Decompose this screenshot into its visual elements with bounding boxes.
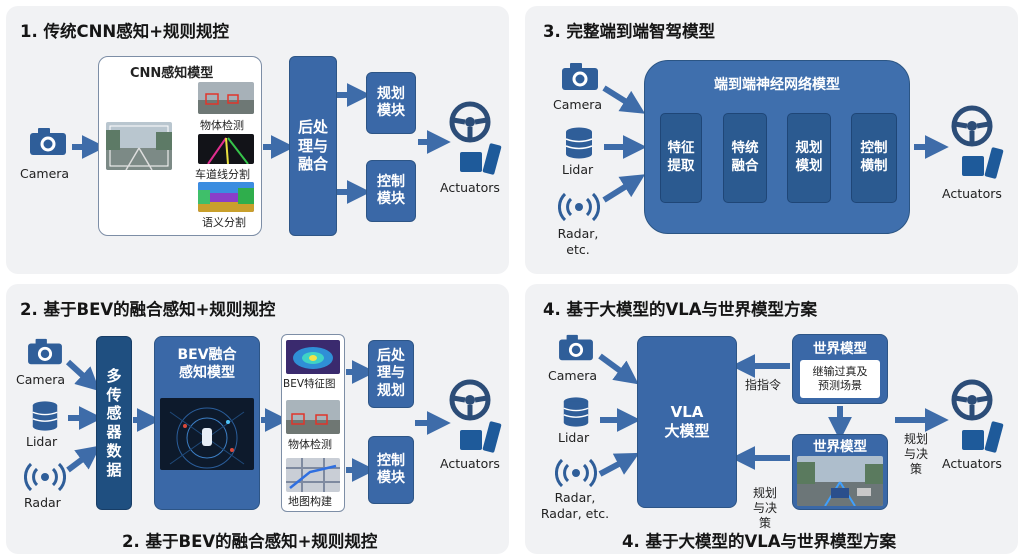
panel3-actuators-label: Actuators: [942, 186, 1002, 201]
panel2-camera-label: Camera: [16, 372, 66, 387]
panel3-radar-label: Radar, etc.: [557, 226, 599, 257]
stage-control-label: 控制横制: [860, 140, 888, 174]
control-module-box: 控制模块: [366, 160, 416, 222]
panel3-lidar-label: Lidar: [562, 162, 594, 177]
panel2-bottom-title: 2. 基于BEV的融合感知+规则规控: [122, 532, 378, 551]
panel4-title: 4. 基于大模型的VLA与世界模型方案: [543, 300, 818, 319]
bev-feature-map-label: BEV特征图: [283, 378, 336, 390]
panel2-control-module-label: 控制模块: [377, 452, 405, 487]
camera-icon: [26, 336, 64, 372]
stage-planning: 规划模划: [787, 113, 831, 203]
vla-model-label: VLA 大模型: [664, 403, 710, 440]
control-module-label: 控制模块: [377, 173, 405, 208]
radar-icon: [555, 458, 597, 492]
end-to-end-network-title: 端到端神经网络模型: [714, 77, 840, 93]
plan-decide-label: 规划与决策: [752, 486, 777, 530]
bev-object-detection-image: [286, 400, 340, 434]
panel1-camera-label: Camera: [20, 166, 70, 181]
panel3-title: 3. 完整端到端智驾模型: [543, 22, 715, 41]
steering-wheel-icon: [448, 378, 504, 462]
world-model-bottom-title: 世界模型: [813, 439, 867, 455]
panel2-title: 2. 基于BEV的融合感知+规则规控: [20, 300, 276, 319]
radar-icon: [558, 192, 600, 226]
camera-frames-image: [106, 122, 172, 170]
stage-feature-extraction-label: 特征提取: [667, 140, 695, 174]
object-detection-image: [198, 82, 254, 114]
panel2-lidar-label: Lidar: [26, 434, 58, 449]
bev-feature-map-image: [286, 340, 340, 374]
panel4-actuators-label: Actuators: [942, 456, 1002, 471]
post-process-fusion-box: 后处理与融合: [289, 56, 337, 236]
radar-icon: [24, 462, 66, 496]
bev-fusion-model-label: BEV融合感知模型: [177, 347, 237, 381]
world-model-scene-image: [797, 456, 883, 506]
camera-icon: [557, 332, 595, 368]
steering-wheel-icon: [950, 378, 1006, 462]
steering-wheel-icon: [950, 104, 1006, 188]
stage-fusion-label: 特统融合: [731, 140, 759, 174]
bev-visualization-image: [160, 398, 254, 470]
multi-sensor-data-box: 多传感器数据: [96, 336, 132, 510]
panel4-bottom-title: 4. 基于大模型的VLA与世界模型方案: [622, 532, 897, 551]
lidar-icon: [560, 396, 592, 432]
camera-icon: [560, 60, 600, 98]
planning-module-label: 规划模块: [377, 85, 405, 120]
panel2-radar-label: Radar: [24, 495, 61, 510]
lidar-icon: [29, 400, 61, 436]
stage-planning-label: 规划模划: [795, 140, 823, 174]
panel3-camera-label: Camera: [553, 97, 603, 112]
panel4-lidar-label: Lidar: [558, 430, 590, 445]
world-model-top-sub: 继输过真及预测场景: [800, 360, 880, 398]
map-construction-image: [286, 458, 340, 492]
map-construction-label: 地图构建: [288, 495, 332, 508]
panel4-radar-label: Radar, Radar, etc.: [540, 490, 610, 522]
stage-feature-extraction: 特征提取: [660, 113, 702, 203]
post-process-fusion-label: 后处理与融合: [298, 117, 329, 174]
steering-wheel-icon: [448, 100, 504, 184]
cnn-model-title: CNN感知模型: [130, 66, 214, 81]
planning-module-box: 规划模块: [366, 72, 416, 134]
plan-decide-out-label: 规划与决策: [903, 432, 928, 476]
stage-fusion: 特统融合: [723, 113, 767, 203]
world-model-top-sub-label: 继输过真及预测场景: [812, 364, 868, 392]
panel1-title: 1. 传统CNN感知+规则规控: [20, 22, 230, 41]
lane-segmentation-label: 车道线分割: [195, 168, 250, 181]
lidar-icon: [563, 126, 595, 164]
lane-segmentation-image: [198, 134, 254, 164]
vla-model-box: VLA 大模型: [637, 336, 737, 508]
panel2-actuators-label: Actuators: [440, 456, 500, 471]
multi-sensor-data-label: 多传感器数据: [106, 366, 122, 479]
camera-icon: [28, 125, 68, 163]
command-label: 指指令: [745, 378, 782, 392]
bev-object-detection-label: 物体检测: [288, 438, 332, 451]
world-model-top-title: 世界模型: [813, 341, 867, 357]
post-process-planning-label: 后处理与规划: [377, 347, 405, 399]
object-detection-label: 物体检测: [200, 119, 244, 132]
post-process-planning-box: 后处理与规划: [368, 340, 414, 408]
panel4-camera-label: Camera: [548, 368, 598, 383]
panel2-control-module-box: 控制模块: [368, 436, 414, 504]
stage-control: 控制横制: [851, 113, 897, 203]
semantic-segmentation-image: [198, 182, 254, 212]
panel1-actuators-label: Actuators: [440, 180, 500, 195]
semantic-segmentation-label: 语义分割: [202, 216, 246, 229]
